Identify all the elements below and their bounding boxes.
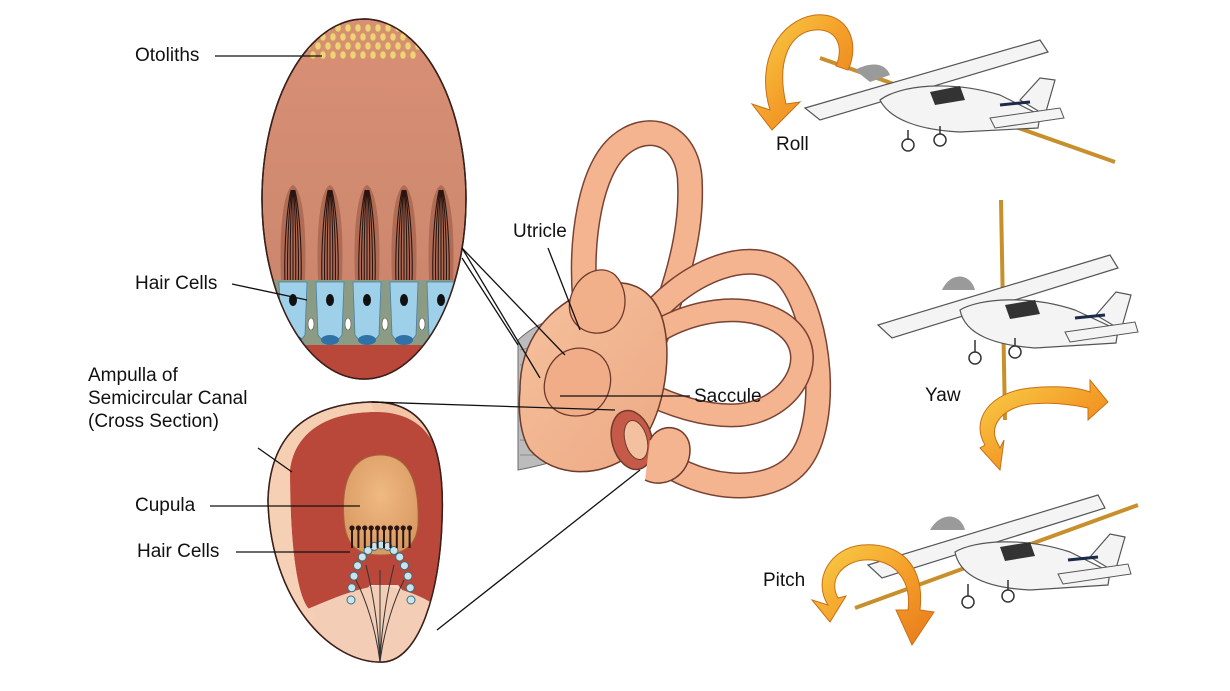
utricle-macula-oval bbox=[261, 18, 467, 380]
roll-airplane bbox=[803, 39, 1065, 152]
roll-label: Roll bbox=[776, 134, 809, 155]
hair-cells-top-label: Hair Cells bbox=[135, 273, 218, 294]
hair-cell bbox=[315, 281, 345, 345]
hair-bundle bbox=[428, 185, 454, 281]
otolith-dot bbox=[369, 32, 377, 42]
otolith-dot bbox=[404, 23, 412, 33]
otolith-dot bbox=[354, 23, 362, 33]
otolith-dot bbox=[409, 50, 417, 60]
connector-lines bbox=[371, 247, 641, 631]
ampulla-label: Ampulla of Semicircular Canal (Cross Sec… bbox=[88, 364, 247, 433]
ampulla-label-line-2: Semicircular Canal bbox=[88, 388, 248, 409]
label-leader-lines bbox=[210, 55, 690, 553]
inner-ear-labyrinth bbox=[517, 120, 832, 499]
utricle-label: Utricle bbox=[513, 221, 567, 242]
otolith-dot bbox=[344, 23, 352, 33]
otolith-dot bbox=[379, 32, 387, 42]
otolith-dot bbox=[339, 32, 347, 42]
otolith-dot bbox=[344, 41, 352, 51]
pitch-airplane-group bbox=[810, 494, 1139, 647]
roll-airplane-group bbox=[750, 14, 1116, 164]
roll-arrow bbox=[750, 14, 854, 131]
otolith-dot bbox=[369, 50, 377, 60]
yaw-label: Yaw bbox=[925, 385, 961, 406]
yaw-airplane-group bbox=[876, 199, 1139, 472]
otolith-dot bbox=[394, 41, 402, 51]
otolith-dot bbox=[324, 41, 332, 51]
hair-bundle bbox=[317, 185, 343, 281]
pitch-label: Pitch bbox=[763, 570, 806, 591]
otoliths-label: Otoliths bbox=[135, 45, 200, 66]
otolith-dot bbox=[359, 50, 367, 60]
otolith-dot bbox=[349, 50, 357, 60]
ampulla-cross-section bbox=[267, 401, 444, 663]
hair-bundle bbox=[391, 185, 417, 281]
otolith-dot bbox=[364, 41, 372, 51]
cupula-hair-cells bbox=[346, 525, 416, 605]
hair-cell-bundles bbox=[280, 185, 454, 281]
hair-cell bbox=[352, 281, 382, 345]
otolith-dot bbox=[359, 32, 367, 42]
otolith-dot bbox=[304, 23, 312, 33]
otolith-dot bbox=[354, 41, 362, 51]
otolith-dot bbox=[404, 41, 412, 51]
otolith-dot bbox=[309, 50, 317, 60]
otolith-dot bbox=[334, 41, 342, 51]
otolith-dot bbox=[314, 41, 322, 51]
otolith-dot bbox=[329, 32, 337, 42]
otolith-dot bbox=[374, 41, 382, 51]
otolith-dot bbox=[374, 23, 382, 33]
hair-cells-top-layer bbox=[278, 281, 456, 345]
otolith-dot bbox=[399, 50, 407, 60]
hair-bundle bbox=[280, 185, 306, 281]
saccule-label: Saccule bbox=[694, 386, 762, 407]
otolith-dot bbox=[339, 50, 347, 60]
pitch-airplane bbox=[866, 494, 1132, 609]
otolith-dot bbox=[384, 41, 392, 51]
cupula-label: Cupula bbox=[135, 495, 196, 516]
hair-bundle bbox=[354, 185, 380, 281]
otolith-dot bbox=[314, 23, 322, 33]
ampulla-label-line-1: Ampulla of bbox=[88, 365, 178, 386]
otolith-dot bbox=[329, 50, 337, 60]
otolith-dot bbox=[364, 23, 372, 33]
pitch-arrow bbox=[810, 544, 935, 647]
yaw-airplane bbox=[876, 254, 1139, 365]
otolith-dot bbox=[389, 50, 397, 60]
otolith-dot bbox=[319, 50, 327, 60]
otolith-dot bbox=[414, 23, 422, 33]
hair-cell bbox=[389, 281, 419, 345]
otolith-dot bbox=[309, 32, 317, 42]
hair-cells-bottom-label: Hair Cells bbox=[137, 541, 220, 562]
otolith-dot bbox=[389, 32, 397, 42]
otolith-dot bbox=[379, 50, 387, 60]
hair-cell bbox=[278, 281, 308, 345]
yaw-arrow bbox=[979, 378, 1109, 472]
ampulla-label-line-3: (Cross Section) bbox=[88, 411, 219, 432]
otolith-dot bbox=[349, 32, 357, 42]
